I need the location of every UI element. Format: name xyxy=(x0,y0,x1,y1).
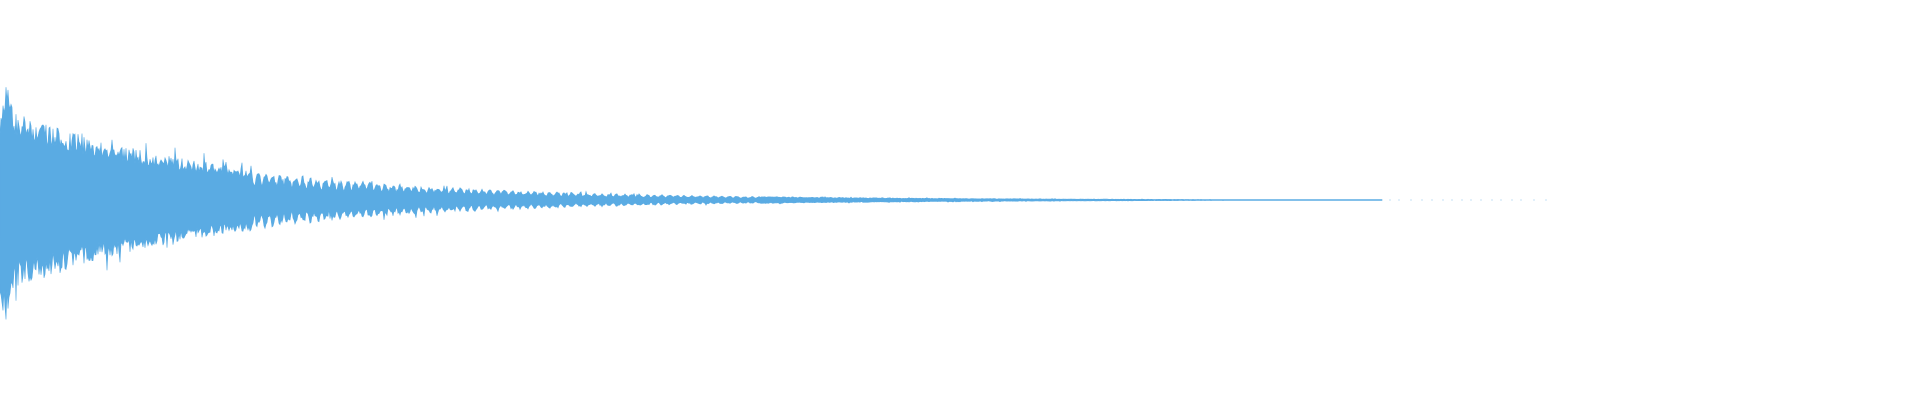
waveform-tail xyxy=(1189,199,1547,201)
waveform-tail-dot xyxy=(1421,199,1423,201)
waveform-tail-dot xyxy=(1520,199,1522,201)
waveform-tail-dot xyxy=(1276,199,1278,201)
waveform-tail-dot xyxy=(1336,199,1338,201)
waveform-tail-dot xyxy=(1198,199,1200,201)
waveform-tail-dot xyxy=(1367,199,1369,201)
waveform-tail-dot xyxy=(1229,199,1231,201)
waveform-tail-dot xyxy=(1470,199,1472,201)
waveform-tail-dot xyxy=(1347,199,1349,201)
waveform-tail-dot xyxy=(1533,199,1535,201)
waveform-tail-dot xyxy=(1208,199,1210,201)
waveform-tail-dot xyxy=(1442,199,1444,201)
waveform-tail-dot xyxy=(1251,199,1253,201)
waveform-tail-dot xyxy=(1480,199,1482,201)
waveform-tail-dot xyxy=(1314,199,1316,201)
waveform-tail-dot xyxy=(1189,199,1191,201)
waveform-tail-dot xyxy=(1461,199,1463,201)
waveform-tail-dot xyxy=(1511,199,1513,201)
waveform-tail-dot xyxy=(1239,199,1241,201)
waveform-tail-dot xyxy=(1289,199,1291,201)
waveform-tail-dot xyxy=(1219,199,1221,201)
waveform-tail-dot xyxy=(1263,199,1265,201)
waveform-shape xyxy=(0,87,1383,320)
waveform-tail-dot xyxy=(1377,199,1379,201)
waveform-tail-dot xyxy=(1356,199,1358,201)
waveform-tail-dot xyxy=(1398,199,1400,201)
waveform-tail-dot xyxy=(1410,199,1412,201)
waveform-tail-dot xyxy=(1545,199,1547,201)
waveform-tail-dot xyxy=(1389,199,1391,201)
waveform-tail-dot xyxy=(1500,199,1502,201)
waveform-tail-dot xyxy=(1431,199,1433,201)
waveform-tail-dot xyxy=(1451,199,1453,201)
waveform-tail-dot xyxy=(1302,199,1304,201)
waveform-tail-dot xyxy=(1324,199,1326,201)
waveform-tail-dot xyxy=(1491,199,1493,201)
